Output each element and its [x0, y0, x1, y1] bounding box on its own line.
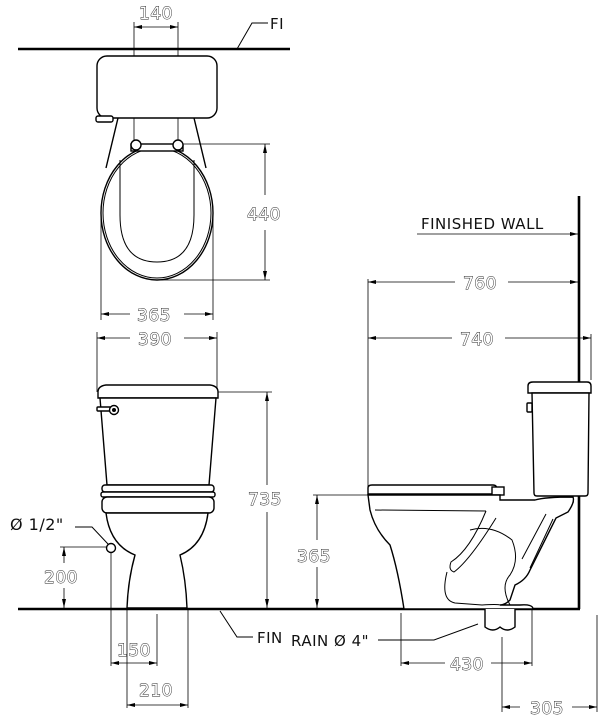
dim-390: 390	[138, 330, 172, 350]
dim-440: 440	[247, 205, 281, 225]
lever-side	[526, 402, 533, 413]
wall-leader	[236, 22, 268, 50]
top-view: FI 140 440	[18, 4, 290, 326]
drain-pipe	[484, 609, 516, 631]
dim-365-width: 365	[137, 306, 171, 326]
seat-ring-front	[100, 491, 216, 498]
finished-wall-label-top: FI	[270, 15, 284, 33]
seat-inner	[119, 160, 195, 263]
dim-305: 305	[530, 699, 564, 719]
hinge-side	[491, 486, 505, 496]
dim-210: 210	[139, 681, 173, 701]
drain-leader	[378, 623, 479, 641]
finished-floor-label: FIN	[257, 629, 283, 647]
lever-top	[95, 115, 114, 123]
drain-label: RAIN Ø 4"	[291, 632, 369, 650]
seat-outer	[100, 145, 214, 281]
dim-140: 140	[139, 4, 173, 24]
dim-365-height: 365	[297, 547, 331, 567]
seat-side	[367, 484, 498, 495]
dim-430: 430	[450, 655, 484, 675]
side-view: FINISHED WALL 760 740	[297, 196, 598, 719]
floor-leader	[219, 610, 253, 638]
bowl-side	[367, 494, 575, 610]
tank-top-view	[96, 55, 218, 119]
bowl-front	[105, 512, 209, 609]
finished-wall-label: FINISHED WALL	[421, 215, 544, 233]
supply-label: Ø 1/2"	[10, 515, 64, 534]
water-supply	[105, 542, 117, 554]
tank-lid	[97, 384, 219, 399]
hinge-right	[172, 139, 184, 151]
supply-leader	[75, 526, 109, 545]
hinge-left	[130, 139, 142, 151]
dim-735: 735	[248, 490, 282, 510]
dim-740: 740	[460, 330, 494, 350]
bowl-taper	[105, 117, 207, 169]
front-view: 390 735 Ø 1/2" 200	[10, 330, 282, 708]
tank-lid-side	[527, 381, 592, 394]
dim-760: 760	[463, 274, 497, 294]
seat-lid-front	[101, 484, 215, 493]
dim-200: 200	[44, 568, 78, 588]
dim-150: 150	[117, 641, 151, 661]
bowl-rim-front	[101, 496, 215, 514]
tank-side	[531, 392, 590, 497]
